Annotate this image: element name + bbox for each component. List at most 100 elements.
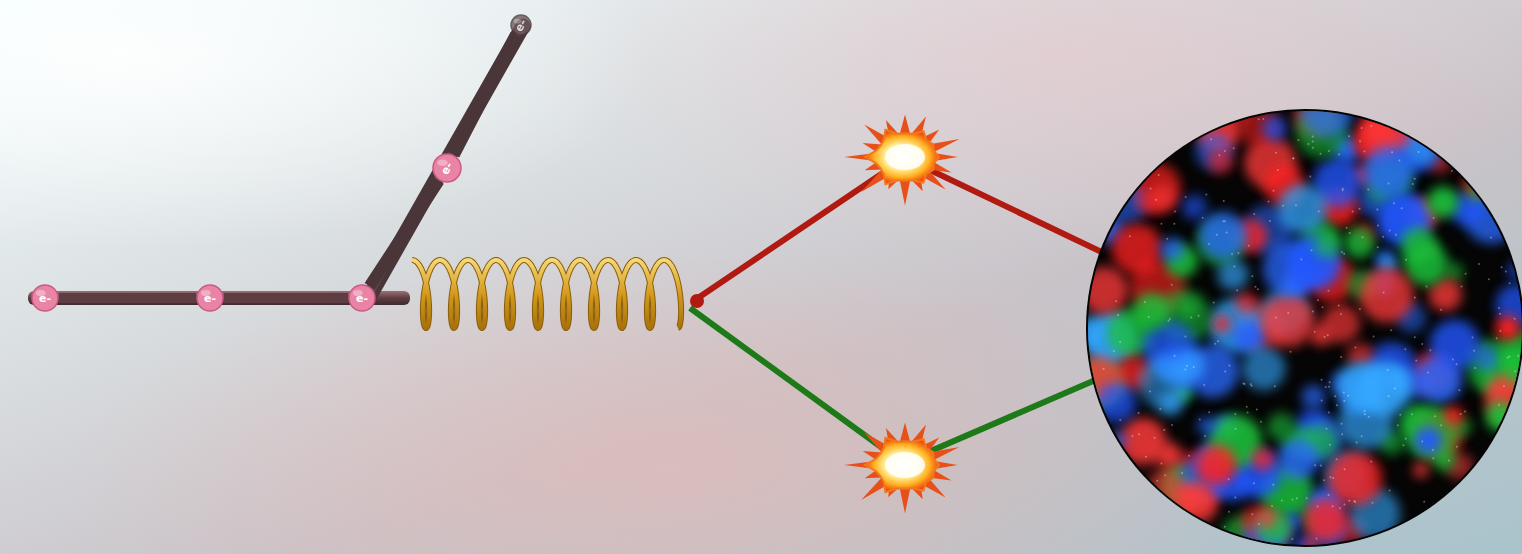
speck — [1499, 330, 1501, 332]
color-blob — [1302, 385, 1326, 409]
speck — [1317, 506, 1319, 508]
speck — [1295, 204, 1297, 206]
color-blob — [1080, 267, 1128, 315]
electron-bead: e- — [31, 284, 59, 312]
speck — [1320, 464, 1322, 466]
speck — [1258, 523, 1260, 525]
speck — [1309, 176, 1311, 178]
speck — [1405, 259, 1407, 261]
speck — [1272, 484, 1274, 486]
speck — [1501, 266, 1503, 268]
speck — [1171, 284, 1173, 286]
speck — [1210, 138, 1212, 140]
speck — [1253, 213, 1255, 215]
speck — [1402, 444, 1404, 446]
speck — [1117, 314, 1119, 316]
speck — [1473, 350, 1475, 352]
color-blob — [1150, 185, 1176, 211]
speck — [1224, 150, 1226, 152]
speck — [1267, 200, 1269, 202]
photon-spring — [412, 260, 681, 328]
particle-label: e- — [356, 293, 368, 304]
speck — [1471, 336, 1473, 338]
color-blob — [1363, 146, 1414, 197]
speck — [1233, 265, 1235, 267]
speck — [1338, 154, 1340, 156]
spring-coil — [412, 260, 681, 328]
speck — [1293, 157, 1295, 159]
speck — [1451, 170, 1453, 172]
speck — [1343, 400, 1345, 402]
speck — [1296, 497, 1298, 499]
speck — [1499, 313, 1501, 315]
color-blob — [1133, 293, 1169, 329]
speck — [1291, 538, 1293, 540]
speck — [1158, 174, 1160, 176]
color-blob — [1109, 431, 1127, 449]
speck — [1340, 313, 1342, 315]
speck — [1376, 209, 1378, 211]
speck — [1341, 423, 1343, 425]
speck — [1190, 316, 1192, 318]
speck — [1156, 480, 1158, 482]
speck — [1233, 147, 1235, 149]
speck — [1181, 472, 1183, 474]
speck — [1404, 348, 1406, 350]
speck — [1329, 476, 1331, 478]
speck — [1214, 343, 1216, 345]
speck — [1353, 500, 1355, 502]
speck — [1275, 152, 1277, 154]
speck — [1363, 151, 1365, 153]
speck — [1496, 337, 1498, 339]
speck — [1328, 150, 1330, 152]
speck — [1321, 400, 1323, 402]
speck — [1389, 490, 1391, 492]
color-blob — [1176, 297, 1198, 319]
speck — [1247, 412, 1249, 414]
color-blob — [1252, 448, 1274, 470]
speck — [1371, 502, 1373, 504]
speck — [1235, 428, 1237, 430]
particle-label: e- — [39, 293, 51, 304]
speck — [1421, 440, 1423, 442]
speck — [1213, 302, 1215, 304]
speck — [1312, 147, 1314, 149]
speck — [1398, 159, 1400, 161]
speck — [1325, 386, 1327, 388]
color-blob — [1303, 536, 1319, 552]
speck — [1343, 253, 1345, 255]
color-blob — [1258, 510, 1276, 528]
speck — [1377, 224, 1379, 226]
speck — [1461, 286, 1463, 288]
speck — [1144, 301, 1146, 303]
speck — [1204, 435, 1206, 437]
speck — [1184, 369, 1186, 371]
speck — [1208, 411, 1210, 413]
speck — [1328, 411, 1330, 413]
speck — [1440, 309, 1442, 311]
speck — [1314, 464, 1316, 466]
speck — [1248, 245, 1250, 247]
speck — [1193, 366, 1195, 368]
bead-circle — [433, 154, 461, 182]
explosion-flash — [885, 144, 925, 170]
speck — [1174, 355, 1176, 357]
speck — [1458, 389, 1460, 391]
speck — [1103, 368, 1105, 370]
speck — [1169, 318, 1171, 320]
speck — [1253, 482, 1255, 484]
color-blob — [1304, 498, 1347, 541]
speck — [1359, 308, 1361, 310]
speck — [1277, 169, 1279, 171]
speck — [1274, 385, 1276, 387]
speck — [1166, 238, 1168, 240]
explosion-spikes — [844, 115, 959, 206]
color-blob — [1507, 261, 1522, 279]
electron-bead: e- — [348, 284, 376, 312]
speck — [1344, 468, 1346, 470]
speck — [1362, 236, 1364, 238]
speck — [1155, 199, 1157, 201]
speck — [1131, 435, 1133, 437]
speck — [1234, 413, 1236, 415]
